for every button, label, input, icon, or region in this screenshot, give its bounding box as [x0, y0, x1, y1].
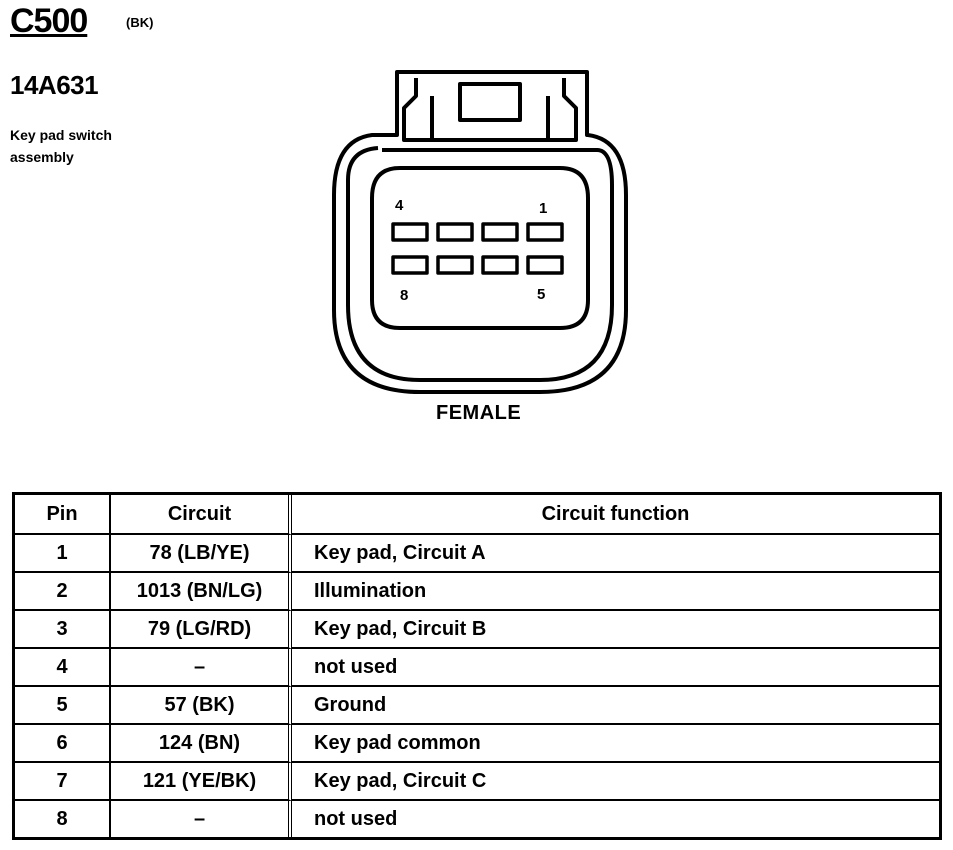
cell-pin: 6 — [15, 725, 111, 763]
connector-id: C500 — [10, 2, 88, 40]
cell-function: Ground — [292, 687, 939, 725]
cell-function: Key pad, Circuit B — [292, 611, 939, 649]
cell-pin: 3 — [15, 611, 111, 649]
cell-function: not used — [292, 649, 939, 687]
cell-circuit: – — [111, 801, 292, 837]
cell-circuit: 121 (YE/BK) — [111, 763, 292, 801]
cell-pin: 7 — [15, 763, 111, 801]
table-row: 1 78 (LB/YE) Key pad, Circuit A — [15, 535, 939, 573]
header-function: Circuit function — [292, 495, 939, 535]
table-row: 3 79 (LG/RD) Key pad, Circuit B — [15, 611, 939, 649]
part-description-line2: assembly — [10, 149, 74, 165]
table-row: 4 – not used — [15, 649, 939, 687]
header-circuit: Circuit — [111, 495, 292, 535]
cell-function: Illumination — [292, 573, 939, 611]
table-row: 7 121 (YE/BK) Key pad, Circuit C — [15, 763, 939, 801]
cell-circuit: 79 (LG/RD) — [111, 611, 292, 649]
part-number: 14A631 — [10, 70, 99, 100]
pin-label-8: 8 — [400, 287, 408, 304]
pin-table: Pin Circuit Circuit function 1 78 (LB/YE… — [12, 492, 942, 840]
gender-label: FEMALE — [436, 402, 522, 424]
cell-circuit: 57 (BK) — [111, 687, 292, 725]
table-row: 6 124 (BN) Key pad common — [15, 725, 939, 763]
cell-circuit: 124 (BN) — [111, 725, 292, 763]
housing-inner — [346, 146, 614, 382]
part-description: Key pad switch assembly — [10, 124, 112, 168]
latch — [402, 78, 578, 142]
pin-label-5: 5 — [537, 286, 545, 303]
connector-color: (BK) — [126, 15, 154, 30]
cell-function: Key pad, Circuit A — [292, 535, 939, 573]
cell-pin: 8 — [15, 801, 111, 837]
header-pin: Pin — [15, 495, 111, 535]
pin-label-4: 4 — [395, 197, 404, 214]
table-header-row: Pin Circuit Circuit function — [15, 495, 939, 535]
cell-circuit: 78 (LB/YE) — [111, 535, 292, 573]
cell-circuit: 1013 (BN/LG) — [111, 573, 292, 611]
cell-function: not used — [314, 807, 398, 830]
table-row: 8 – not used — [15, 801, 939, 837]
cell-pin: 5 — [15, 687, 111, 725]
cell-function: Key pad, Circuit C — [292, 763, 939, 801]
cell-pin: 2 — [15, 573, 111, 611]
connector-drawing: 4 1 8 5 — [332, 70, 628, 394]
cell-function: Key pad common — [292, 725, 939, 763]
cavity-outline — [370, 166, 590, 330]
cell-pin: 4 — [15, 649, 111, 687]
pin-label-1: 1 — [539, 200, 547, 217]
table-row: 2 1013 (BN/LG) Illumination — [15, 573, 939, 611]
table-row: 5 57 (BK) Ground — [15, 687, 939, 725]
latch-inner — [430, 82, 550, 140]
housing-outline — [332, 70, 628, 394]
cell-pin: 1 — [15, 535, 111, 573]
part-description-line1: Key pad switch — [10, 127, 112, 143]
cell-circuit: – — [111, 649, 292, 687]
